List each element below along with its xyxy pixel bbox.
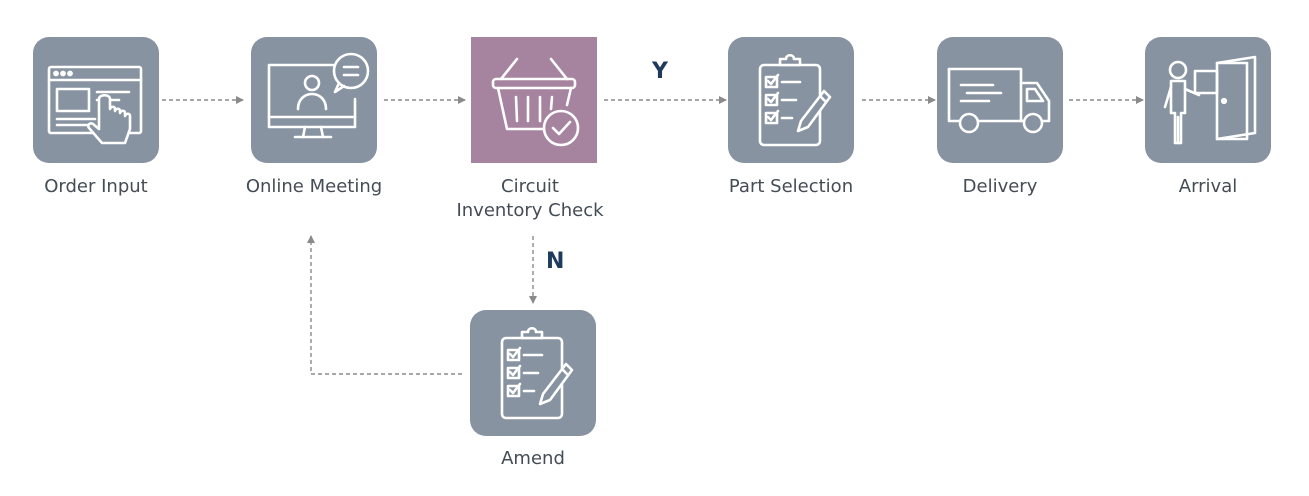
label-delivery: Delivery <box>962 176 1038 197</box>
label-order-input: Order Input <box>44 176 148 197</box>
monitor-chat-icon <box>267 52 370 139</box>
label-circuit-line1: Circuit <box>501 176 559 197</box>
step-circuit-inventory-check <box>471 37 597 163</box>
truck-icon <box>947 67 1051 134</box>
step-online-meeting <box>251 37 377 163</box>
browser-click-icon <box>47 65 143 145</box>
label-circuit-line2: Inventory Check <box>456 200 604 221</box>
label-amend: Amend <box>501 448 565 469</box>
no-branch-label: N <box>546 249 565 274</box>
label-arrival: Arrival <box>1178 176 1238 197</box>
step-order-input <box>33 37 159 163</box>
clipboard-checklist-icon <box>500 326 574 420</box>
step-delivery <box>937 37 1063 163</box>
person-door-icon <box>1163 55 1257 145</box>
step-amend <box>470 310 596 436</box>
step-arrival <box>1145 37 1271 163</box>
yes-branch-label: Y <box>652 59 668 84</box>
arrow-amend-to-meeting <box>307 235 462 375</box>
label-online-meeting: Online Meeting <box>245 176 383 197</box>
label-part-selection: Part Selection <box>728 176 854 197</box>
clipboard-checklist-icon <box>758 53 832 147</box>
basket-check-icon <box>491 57 580 147</box>
step-part-selection <box>728 37 854 163</box>
